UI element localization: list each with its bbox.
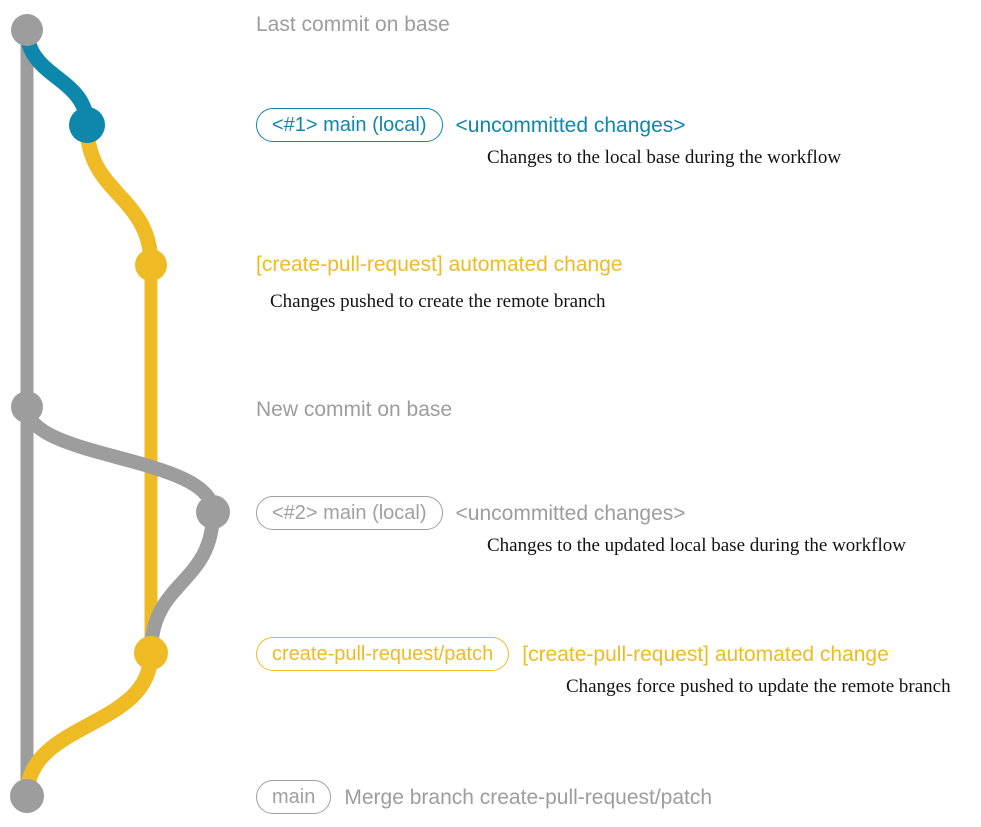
commit-node-remote-2[interactable] (134, 636, 168, 670)
ref-badge-create-pull-request-patch[interactable]: create-pull-request/patch (256, 637, 510, 671)
commit-entry-remote-1: [create-pull-request] automated change (256, 254, 623, 275)
commit-entry-remote-2: create-pull-request/patch [create-pull-r… (256, 637, 889, 671)
commit-note-remote-2: Changes force pushed to update the remot… (566, 676, 951, 697)
commit-subject: [create-pull-request] automated change (256, 253, 623, 276)
ref-badge-main[interactable]: main (256, 780, 332, 814)
commit-subject: <uncommitted changes> (455, 501, 686, 525)
commit-node-remote-1[interactable] (135, 249, 167, 281)
commit-note-local-2: Changes to the updated local base during… (487, 535, 906, 556)
commit-node-local-2[interactable] (196, 495, 230, 529)
edge-local2-to-remote2 (144, 505, 220, 660)
commit-note-remote-1: Changes pushed to create the remote bran… (270, 291, 606, 312)
commit-subject: <uncommitted changes> (455, 113, 686, 137)
edge-local1-to-remote1 (79, 117, 159, 273)
commit-entry-base-new: New commit on base (256, 399, 452, 420)
commit-node-base-new[interactable] (11, 391, 43, 423)
commit-entry-local-1: <#1> main (local) <uncommitted changes> (256, 108, 686, 142)
ref-badge-main-local-1[interactable]: <#1> main (local) (256, 108, 443, 142)
edge-basenew-to-local2 (20, 400, 220, 519)
commit-entry-base-head: Last commit on base (256, 14, 450, 35)
ref-badge-main-local-2[interactable]: <#2> main (local) (256, 496, 443, 530)
commit-node-base-head[interactable] (11, 14, 43, 46)
commit-node-local-1[interactable] (69, 107, 105, 143)
commit-node-merge[interactable] (10, 779, 44, 813)
commit-entry-merge: main Merge branch create-pull-request/pa… (256, 780, 712, 814)
edge-remote2-to-merge (19, 645, 159, 804)
commit-note-local-1: Changes to the local base during the wor… (487, 147, 842, 168)
commit-subject: New commit on base (256, 398, 453, 421)
commit-subject: Last commit on base (256, 13, 450, 36)
commit-subject: [create-pull-request] automated change (522, 642, 889, 666)
commit-subject: Merge branch create-pull-request/patch (344, 785, 713, 809)
commit-entry-local-2: <#2> main (local) <uncommitted changes> (256, 496, 686, 530)
